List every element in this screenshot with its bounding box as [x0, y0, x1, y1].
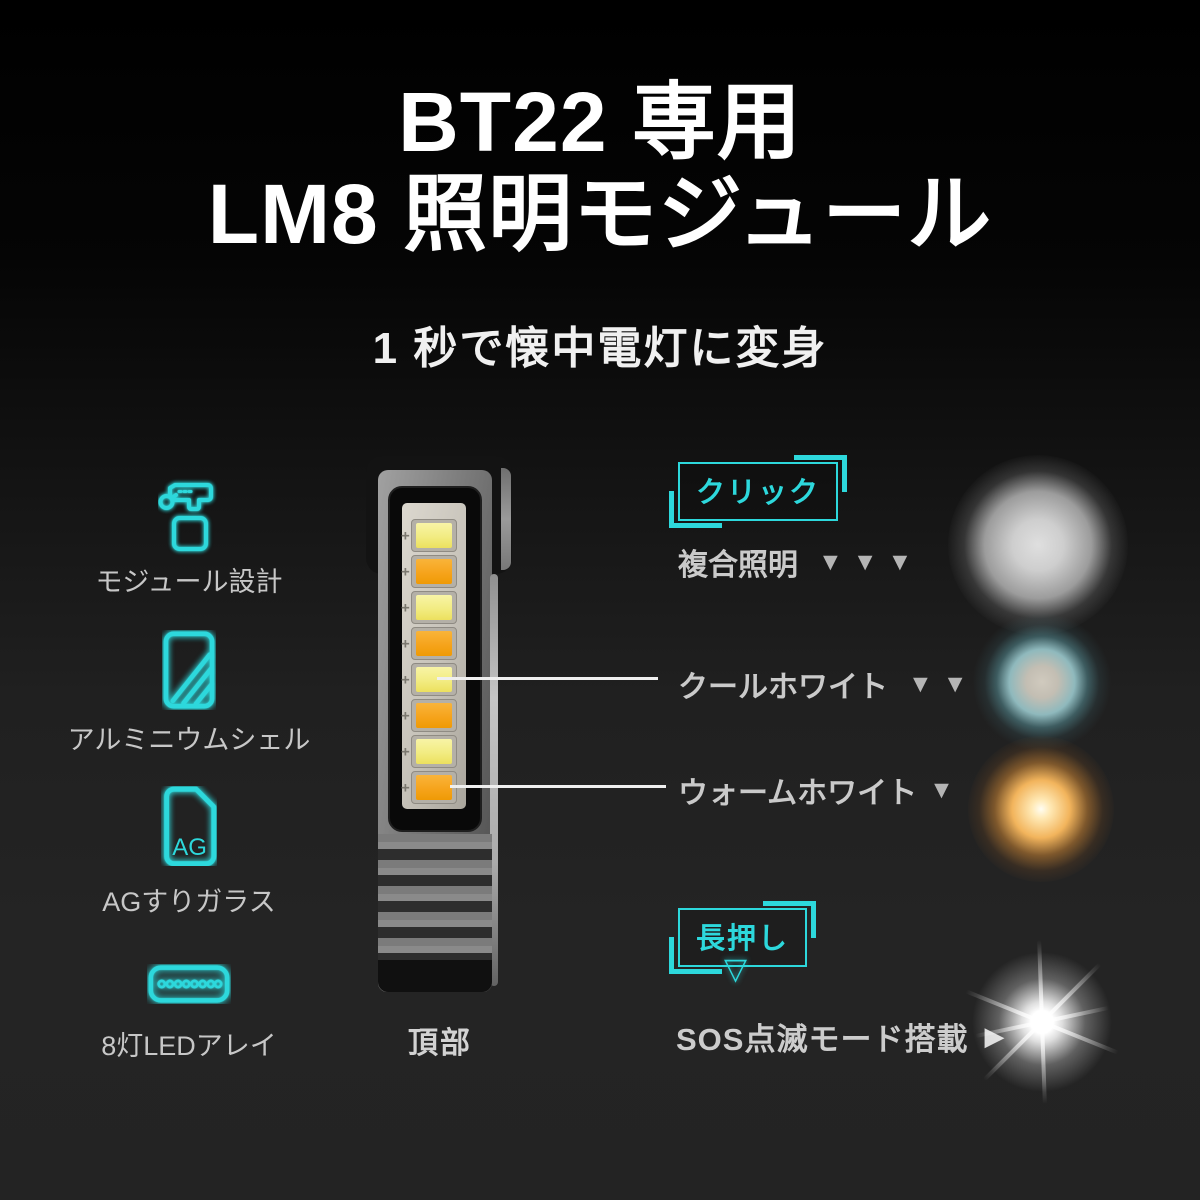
- flashlight-clip-edge: [501, 468, 511, 570]
- feature-ag-glass: AG: [49, 786, 329, 871]
- warm-white-led-chip: [416, 775, 452, 800]
- flashlight-ribs: [378, 834, 492, 962]
- sos-flash-starburst: [952, 932, 1132, 1112]
- cool-white-row: クールホワイト ▼▼: [678, 662, 978, 706]
- led-cell: [411, 555, 457, 588]
- ag-icon-text: AG: [172, 834, 207, 861]
- led-array-icon: [148, 965, 230, 1003]
- title-line-2: LM8 照明モジュール: [207, 167, 993, 261]
- warm-white-glow: [968, 736, 1114, 882]
- ag-glass-icon: AG: [164, 786, 217, 866]
- module-design-icon: [158, 483, 213, 551]
- cool-white-led-chip: [416, 595, 452, 620]
- triangle-down-icon: ▼: [929, 775, 960, 804]
- warm-white-led-chip: [416, 703, 452, 728]
- warm-white-label: ウォームホワイト: [678, 777, 918, 810]
- cool-white-led-chip: [416, 523, 452, 548]
- feature-label-module-design: モジュール設計: [95, 567, 283, 597]
- warm-white-led-chip: [416, 559, 452, 584]
- feature-led-array: [49, 964, 329, 1009]
- page-title: BT22 専用 LM8 照明モジュール: [0, 76, 1200, 260]
- composite-lighting-label: 複合照明: [678, 549, 798, 582]
- warm-white-led-chip: [416, 631, 452, 656]
- long-press-button: 長押し: [668, 901, 817, 974]
- feature-label-aluminum-shell: アルミニウムシェル: [67, 725, 311, 755]
- composite-lighting-row: 複合照明 ▼▼▼: [678, 540, 922, 584]
- feature-label-ag-glass: AGすりガラス: [102, 887, 276, 917]
- cool-white-glow: [972, 612, 1112, 752]
- flashlight-body-highlight: [490, 574, 498, 986]
- product-caption: 頂部: [408, 1027, 472, 1060]
- led-cell: [411, 771, 457, 804]
- led-cell: [411, 735, 457, 768]
- led-cell: [411, 627, 457, 660]
- composite-light-glow: [948, 455, 1128, 635]
- feature-label-led-array: 8灯LEDアレイ: [101, 1031, 277, 1061]
- flashlight-base: [378, 960, 492, 992]
- led-cell: [411, 591, 457, 624]
- cool-white-led-chip: [416, 739, 452, 764]
- title-line-1: BT22 専用: [398, 75, 802, 169]
- led-cell: [411, 519, 457, 552]
- triangle-down-icons: ▼▼▼: [818, 547, 923, 576]
- feature-aluminum-shell: [49, 630, 329, 715]
- led-cell: [411, 699, 457, 732]
- warm-white-pointer-line: [450, 785, 666, 788]
- starburst-core: [952, 932, 1132, 1112]
- sos-mode-label: SOS点滅モード搭載: [676, 1022, 969, 1057]
- cool-white-label: クールホワイト: [678, 671, 888, 704]
- warm-white-row: ウォームホワイト ▼: [678, 768, 960, 812]
- subtitle: 1 秒で懐中電灯に変身: [372, 324, 828, 373]
- led-pcb: [402, 503, 466, 809]
- click-button: クリック: [668, 455, 848, 528]
- cool-white-pointer-line: [437, 677, 658, 680]
- feature-module-design: [49, 478, 329, 563]
- aluminum-shell-icon: [163, 631, 215, 709]
- down-triangle-icon: ▽: [724, 953, 748, 986]
- triangle-down-icons: ▼▼: [908, 669, 978, 698]
